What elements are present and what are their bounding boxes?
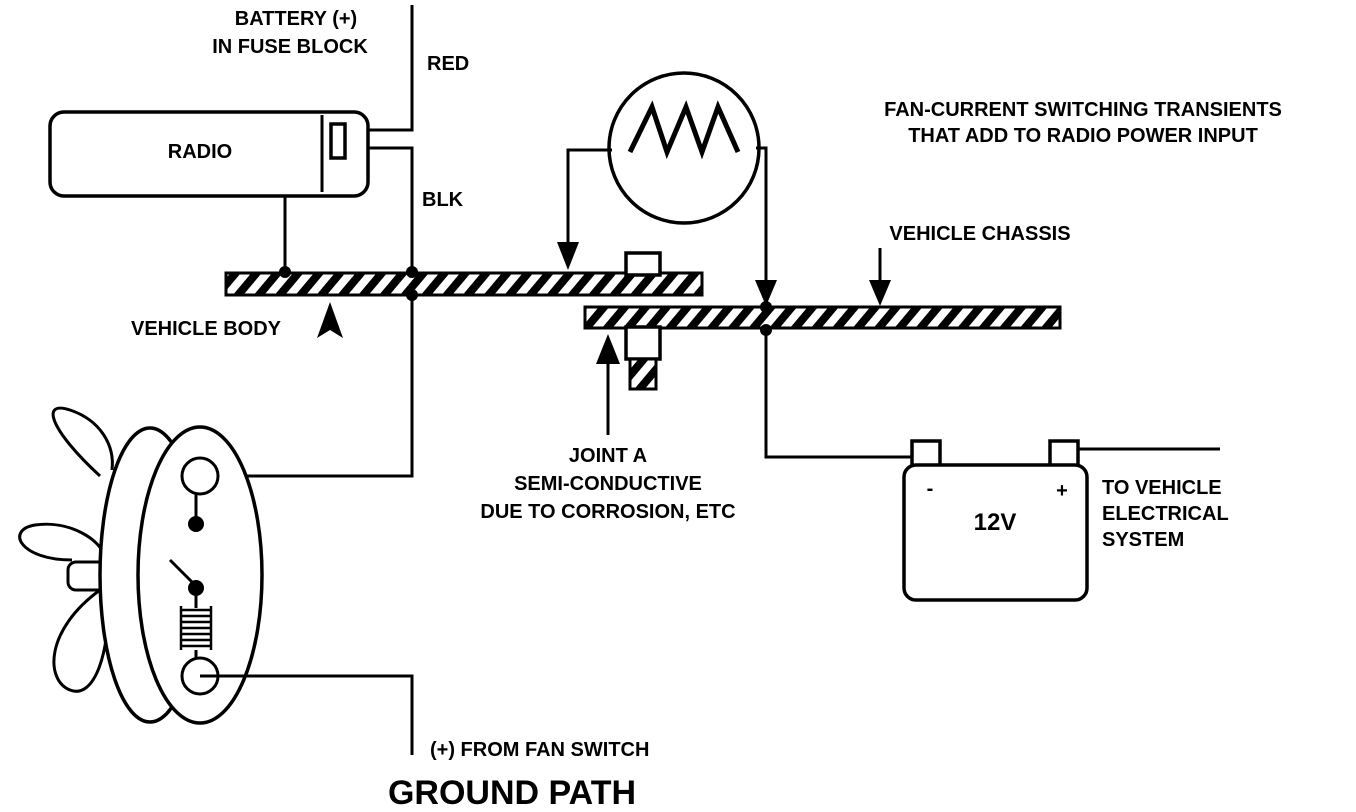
junction-dot-blk-body-top [406, 266, 418, 278]
to-vehicle-label-line1: TO VEHICLE [1102, 477, 1222, 499]
diagram-caption: GROUND PATH [388, 774, 636, 812]
transients-label-line1: FAN-CURRENT SWITCHING TRANSIENTS [884, 99, 1282, 121]
fan-motor-coil [179, 606, 213, 650]
radio-unit [48, 110, 370, 198]
fan-terminal-top [180, 456, 220, 496]
battery-feed-wire [368, 5, 414, 132]
vehicle-chassis-label: VEHICLE CHASSIS [889, 223, 1070, 245]
junction-dot-blk-body-bottom [406, 289, 418, 301]
vehicle-chassis-bar [583, 305, 1062, 330]
blk-wire-label: BLK [422, 189, 464, 211]
fan-blade-upper [51, 406, 114, 478]
fan-switch-wire [200, 674, 414, 755]
joint-label-line1: JOINT A [569, 445, 647, 467]
vehicle-body-label: VEHICLE BODY [131, 318, 282, 340]
to-vehicle-label-line3: SYSTEM [1102, 529, 1184, 551]
blk-ground-wire [200, 146, 414, 478]
red-wire-label: RED [427, 53, 469, 75]
battery-minus-label: - [927, 478, 934, 500]
vehicle-body-arrow [317, 302, 343, 338]
fan-motor [18, 406, 264, 725]
radio-label: RADIO [168, 141, 232, 163]
vehicle-body-bar [224, 271, 704, 297]
joint-a-arrow [596, 334, 620, 435]
vehicle-chassis-arrow [869, 248, 891, 306]
fan-switch-label: (+) FROM FAN SWITCH [430, 739, 649, 761]
battery-12v [902, 439, 1089, 602]
junction-dot-chassis-top [760, 301, 772, 313]
battery-label-line2: IN FUSE BLOCK [212, 36, 368, 58]
transient-arrow-right [755, 146, 777, 306]
transient-arrow-left [557, 148, 612, 270]
battery-plus-label: + [1056, 480, 1068, 502]
joint-a-bolt [624, 251, 662, 391]
joint-label-line2: SEMI-CONDUCTIVE [514, 473, 702, 495]
joint-label-line3: DUE TO CORROSION, ETC [480, 501, 735, 523]
battery-label-line1: BATTERY (+) [235, 8, 357, 30]
battery-voltage-label: 12V [974, 509, 1017, 536]
transient-waveform-symbol [607, 71, 761, 225]
chassis-to-battery-wire [764, 330, 925, 459]
transients-label-line2: THAT ADD TO RADIO POWER INPUT [908, 125, 1258, 147]
fan-blade-left [18, 522, 106, 562]
junction-dot-radio-body [279, 266, 291, 278]
to-vehicle-label-line2: ELECTRICAL [1102, 503, 1229, 525]
